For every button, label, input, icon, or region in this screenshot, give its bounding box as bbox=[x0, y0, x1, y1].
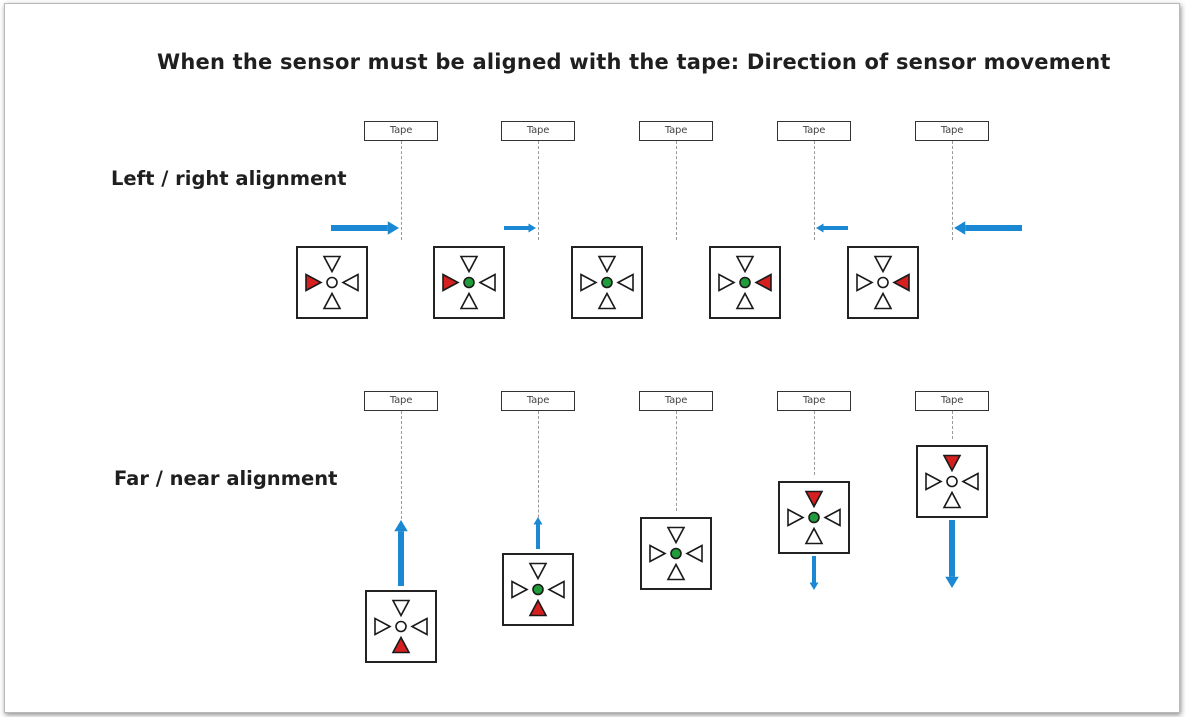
sensor-indicator bbox=[571, 246, 643, 319]
arrow-right-icon bbox=[331, 221, 399, 235]
tape-label: Tape bbox=[777, 391, 851, 411]
sensor-indicator bbox=[916, 445, 988, 518]
indicator-bottom-triangle bbox=[528, 598, 548, 617]
indicator-bottom-triangle bbox=[322, 291, 342, 310]
sensor-indicator bbox=[365, 590, 437, 663]
sensor-indicator bbox=[709, 246, 781, 319]
tape-centerline bbox=[814, 411, 815, 475]
center-indicator-dot bbox=[463, 276, 475, 289]
indicator-top-triangle bbox=[322, 255, 342, 274]
indicator-right-triangle bbox=[685, 544, 703, 563]
row-label-left-right: Left / right alignment bbox=[111, 167, 347, 190]
indicator-bottom-triangle bbox=[873, 291, 893, 310]
indicator-top-triangle bbox=[735, 255, 755, 274]
indicator-right-triangle bbox=[547, 580, 565, 599]
arrow-left-icon bbox=[816, 223, 848, 233]
indicator-right-triangle bbox=[961, 472, 979, 491]
row-label-far-near: Far / near alignment bbox=[114, 467, 338, 490]
arrow-right-icon bbox=[504, 223, 536, 233]
tape-centerline bbox=[952, 141, 953, 240]
tape-centerline bbox=[952, 411, 953, 439]
tape-centerline bbox=[676, 141, 677, 240]
arrow-up-icon bbox=[533, 517, 543, 549]
indicator-right-triangle bbox=[616, 273, 634, 292]
arrow-up-icon bbox=[394, 520, 408, 586]
sensor-indicator bbox=[433, 246, 505, 319]
indicator-right-triangle bbox=[478, 273, 496, 292]
arrow-down-icon bbox=[809, 556, 819, 590]
indicator-bottom-triangle bbox=[391, 635, 411, 654]
indicator-left-triangle bbox=[925, 472, 943, 491]
sensor-indicator bbox=[778, 481, 850, 554]
sensor-indicator bbox=[640, 517, 712, 590]
indicator-left-triangle bbox=[442, 273, 460, 292]
indicator-left-triangle bbox=[305, 273, 323, 292]
tape-label: Tape bbox=[777, 121, 851, 141]
tape-centerline bbox=[401, 411, 402, 584]
sensor-indicator bbox=[847, 246, 919, 319]
tape-centerline bbox=[538, 141, 539, 240]
arrow-left-icon bbox=[954, 221, 1022, 235]
indicator-bottom-triangle bbox=[735, 291, 755, 310]
indicator-left-triangle bbox=[580, 273, 598, 292]
indicator-left-triangle bbox=[649, 544, 667, 563]
indicator-left-triangle bbox=[787, 508, 805, 527]
indicator-bottom-triangle bbox=[459, 291, 479, 310]
indicator-left-triangle bbox=[718, 273, 736, 292]
arrow-down-icon bbox=[945, 520, 959, 588]
center-indicator-dot bbox=[946, 475, 958, 488]
indicator-bottom-triangle bbox=[597, 291, 617, 310]
center-indicator-dot bbox=[532, 583, 544, 596]
tape-centerline bbox=[401, 141, 402, 240]
tape-centerline bbox=[676, 411, 677, 511]
center-indicator-dot bbox=[739, 276, 751, 289]
indicator-right-triangle bbox=[341, 273, 359, 292]
indicator-top-triangle bbox=[804, 490, 824, 509]
center-indicator-dot bbox=[808, 511, 820, 524]
indicator-top-triangle bbox=[459, 255, 479, 274]
indicator-left-triangle bbox=[856, 273, 874, 292]
indicator-top-triangle bbox=[942, 454, 962, 473]
tape-centerline bbox=[814, 141, 815, 240]
indicator-right-triangle bbox=[823, 508, 841, 527]
center-indicator-dot bbox=[670, 547, 682, 560]
indicator-top-triangle bbox=[666, 526, 686, 545]
tape-label: Tape bbox=[501, 391, 575, 411]
indicator-top-triangle bbox=[391, 599, 411, 618]
center-indicator-dot bbox=[326, 276, 338, 289]
tape-label: Tape bbox=[639, 121, 713, 141]
indicator-top-triangle bbox=[873, 255, 893, 274]
indicator-left-triangle bbox=[511, 580, 529, 599]
indicator-bottom-triangle bbox=[666, 562, 686, 581]
diagram-frame: When the sensor must be aligned with the… bbox=[4, 3, 1180, 713]
indicator-top-triangle bbox=[528, 562, 548, 581]
sensor-indicator bbox=[296, 246, 368, 319]
center-indicator-dot bbox=[395, 620, 407, 633]
sensor-indicator bbox=[502, 553, 574, 626]
indicator-right-triangle bbox=[754, 273, 772, 292]
tape-label: Tape bbox=[915, 391, 989, 411]
tape-label: Tape bbox=[364, 121, 438, 141]
indicator-right-triangle bbox=[892, 273, 910, 292]
tape-centerline bbox=[538, 411, 539, 547]
center-indicator-dot bbox=[601, 276, 613, 289]
indicator-bottom-triangle bbox=[942, 490, 962, 509]
diagram-title: When the sensor must be aligned with the… bbox=[157, 50, 1111, 74]
center-indicator-dot bbox=[877, 276, 889, 289]
tape-label: Tape bbox=[501, 121, 575, 141]
indicator-left-triangle bbox=[374, 617, 392, 636]
tape-label: Tape bbox=[639, 391, 713, 411]
tape-label: Tape bbox=[915, 121, 989, 141]
indicator-right-triangle bbox=[410, 617, 428, 636]
tape-label: Tape bbox=[364, 391, 438, 411]
indicator-top-triangle bbox=[597, 255, 617, 274]
indicator-bottom-triangle bbox=[804, 526, 824, 545]
